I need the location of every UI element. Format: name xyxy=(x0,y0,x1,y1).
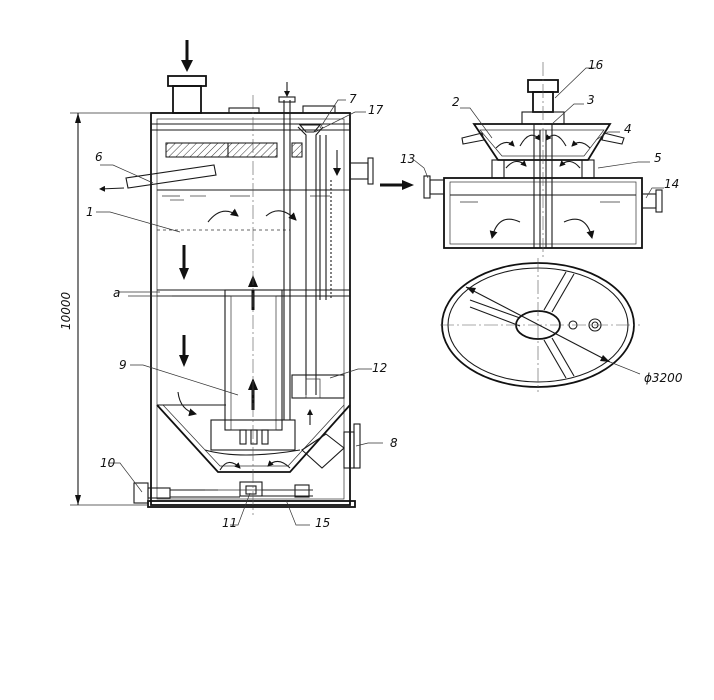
label-1: 1 xyxy=(86,205,94,219)
label-8: 8 xyxy=(390,436,398,450)
label-15: 15 xyxy=(315,516,330,530)
label-16: 16 xyxy=(588,58,604,72)
callout-labels: 6 1 a 9 10 11 15 12 8 7 17 2 3 16 4 5 13… xyxy=(59,58,683,530)
label-11: 11 xyxy=(222,516,237,530)
separator-view xyxy=(380,62,663,260)
label-6: 6 xyxy=(95,150,103,164)
leader-lines-left xyxy=(96,99,383,526)
label-2: 2 xyxy=(452,95,460,109)
label-a: a xyxy=(113,286,120,300)
label-3: 3 xyxy=(587,93,595,107)
label-4: 4 xyxy=(624,122,632,136)
label-9: 9 xyxy=(119,358,127,372)
plan-section-view xyxy=(440,258,641,392)
label-5: 5 xyxy=(654,151,662,165)
diameter-label: ϕ3200 xyxy=(644,371,683,385)
leader-lines-right xyxy=(413,67,664,199)
label-7: 7 xyxy=(349,92,357,106)
label-10: 10 xyxy=(100,456,116,470)
label-13: 13 xyxy=(400,152,415,166)
label-17: 17 xyxy=(368,103,384,117)
height-dimension-label: 10000 xyxy=(59,291,73,330)
main-apparatus-view xyxy=(70,40,374,515)
label-12: 12 xyxy=(372,361,387,375)
label-14: 14 xyxy=(664,177,679,191)
